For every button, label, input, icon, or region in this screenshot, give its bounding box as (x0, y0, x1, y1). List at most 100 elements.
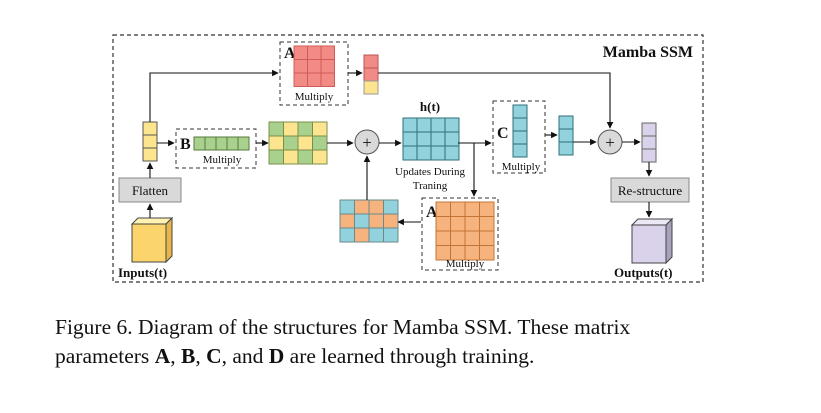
updates-label-2: Traning (413, 180, 448, 192)
c-vector (512, 104, 528, 158)
matrix-cell (464, 201, 480, 217)
caption-param-c: C (206, 344, 222, 368)
caption-param-a: A (154, 344, 171, 368)
matrix-cell (464, 230, 480, 246)
caption-sep-2: , (195, 344, 207, 368)
matrix-cell (297, 121, 313, 137)
matrix-cell (339, 213, 355, 229)
matrix-cell (383, 213, 399, 229)
a-bottom-letter: A (426, 204, 438, 221)
matrix-cell (307, 45, 322, 60)
matrix-cell (339, 227, 355, 243)
matrix-cell (383, 227, 399, 243)
matrix-cell (435, 230, 451, 246)
matrix-cell (479, 245, 495, 261)
matrix-cell (320, 59, 335, 74)
ht-matrix (402, 117, 460, 161)
matrix-cell (402, 117, 418, 133)
matrix-cell (479, 201, 495, 217)
matrix-cell (383, 199, 399, 215)
matrix-cell (297, 149, 313, 165)
matrix-cell (283, 121, 299, 137)
output-vector (641, 122, 657, 163)
b-multiply-label: Multiply (203, 154, 242, 166)
matrix-cell (416, 131, 432, 147)
matrix-cell (268, 135, 284, 151)
matrix-cell (283, 149, 299, 165)
mamba-ssm-diagram: Mamba SSM Inputs(t) Flatten B Multiply A… (112, 34, 704, 283)
matrix-cell (312, 121, 328, 137)
ah-matrix (339, 199, 399, 243)
flattened-vector (142, 121, 158, 162)
matrix-cell (307, 72, 322, 87)
ht-label: h(t) (420, 99, 440, 114)
outer-frame (112, 34, 704, 283)
a-top-multiply-label: Multiply (295, 91, 334, 103)
matrix-cell (416, 117, 432, 133)
c-multiply-box (492, 100, 546, 174)
matrix-cell (368, 227, 384, 243)
b-letter: B (180, 136, 191, 153)
matrix-cell (464, 216, 480, 232)
matrix-cell (283, 135, 299, 151)
c-multiply-label: Multiply (502, 161, 541, 173)
caption-param-b: B (180, 344, 196, 368)
matrix-cell (293, 59, 308, 74)
updates-label-1: Updates During (395, 166, 465, 178)
matrix-cell (450, 201, 466, 217)
matrix-cell (268, 121, 284, 137)
matrix-cell (430, 117, 446, 133)
diagram-title: Mamba SSM (603, 44, 693, 61)
c-letter: C (497, 125, 509, 142)
input-cube (130, 216, 174, 264)
sum-node-2-plus: + (605, 133, 615, 152)
a-top-matrix (293, 45, 335, 87)
matrix-cell (402, 131, 418, 147)
outputs-label: Outputs(t) (614, 265, 673, 280)
restructure-box (610, 177, 690, 203)
matrix-cell (450, 216, 466, 232)
output-cube (630, 217, 674, 265)
matrix-cell (354, 213, 370, 229)
bx-matrix (268, 121, 328, 165)
d-vector (363, 54, 379, 95)
b-vector (193, 136, 250, 151)
inputs-label: Inputs(t) (118, 265, 167, 280)
matrix-cell (293, 72, 308, 87)
caption-text-2: parameters (55, 344, 155, 368)
caption-text-3: are learned through training. (284, 344, 535, 368)
connectors (146, 69, 653, 226)
matrix-cell (430, 145, 446, 161)
caption-sep-3: , and (221, 344, 269, 368)
a-bottom-multiply-box (421, 197, 499, 271)
matrix-cell (307, 59, 322, 74)
matrix-cell (435, 201, 451, 217)
matrix-cell (450, 230, 466, 246)
matrix-cell (430, 131, 446, 147)
b-multiply-box (175, 128, 257, 169)
matrix-cell (444, 145, 460, 161)
matrix-cell (339, 199, 355, 215)
matrix-cell (354, 227, 370, 243)
matrix-cell (268, 149, 284, 165)
sum-node-1 (354, 129, 380, 155)
caption-sep-1: , (170, 344, 181, 368)
matrix-cell (402, 145, 418, 161)
matrix-cell (293, 45, 308, 60)
a-bottom-multiply-label: Multiply (446, 258, 485, 270)
matrix-cell (479, 216, 495, 232)
matrix-cell (368, 213, 384, 229)
a-bottom-matrix (435, 201, 495, 261)
matrix-cell (354, 199, 370, 215)
matrix-cell (416, 145, 432, 161)
c-output-vector (558, 115, 574, 156)
matrix-cell (435, 216, 451, 232)
matrix-cell (368, 199, 384, 215)
matrix-cell (312, 149, 328, 165)
caption-line-1: Figure 6. Diagram of the structures for … (55, 315, 631, 339)
matrix-cell (444, 117, 460, 133)
matrix-cell (312, 135, 328, 151)
matrix-cell (479, 230, 495, 246)
matrix-cell (297, 135, 313, 151)
a-top-letter: A (284, 45, 296, 62)
